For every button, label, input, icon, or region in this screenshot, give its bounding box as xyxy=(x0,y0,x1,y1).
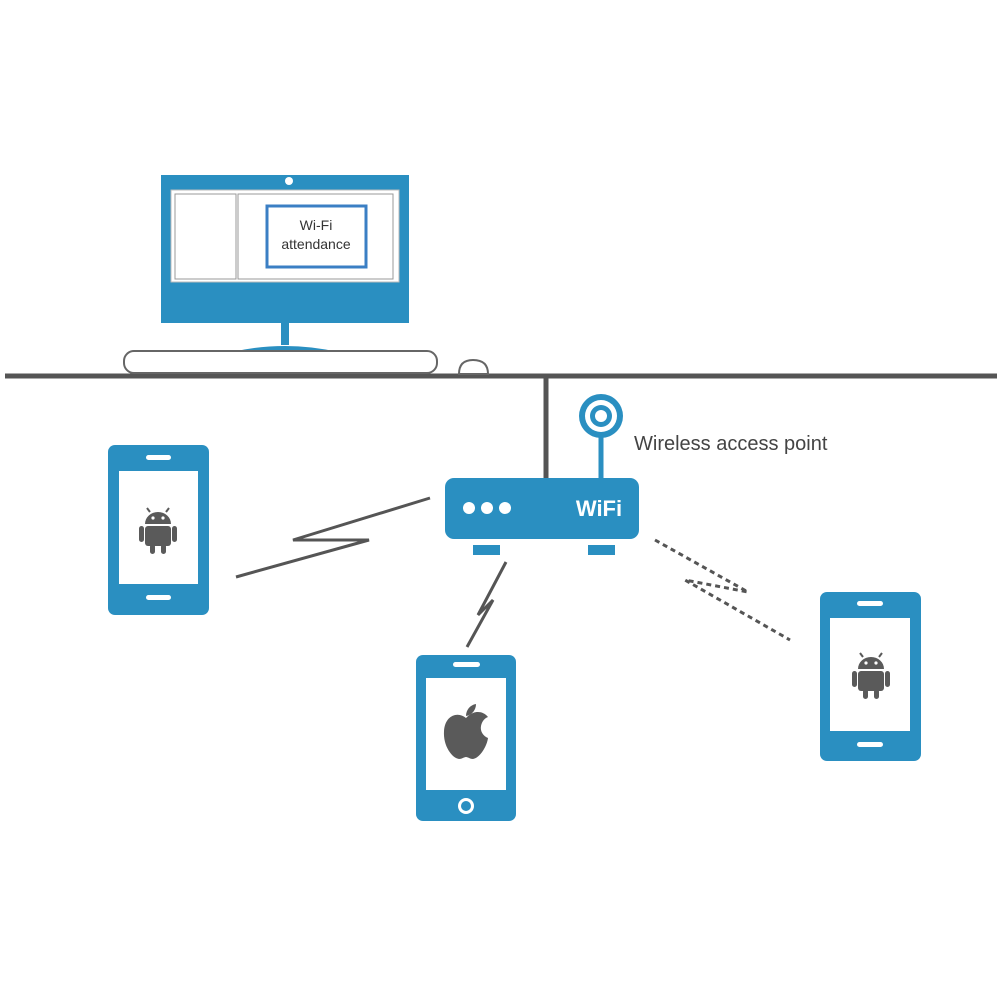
status-light-icon xyxy=(499,502,511,514)
keyboard xyxy=(123,350,438,374)
apple-icon xyxy=(443,704,488,759)
router-foot-right xyxy=(588,545,615,555)
router-wifi-label: WiFi xyxy=(576,496,622,521)
iphone-bottom xyxy=(416,655,516,821)
android-phone-left xyxy=(108,445,209,615)
mouse xyxy=(457,358,490,375)
wireless-link-right xyxy=(654,538,791,642)
access-point-label: Wireless access point xyxy=(634,433,828,455)
computer-monitor: Wi-Fi attendance xyxy=(161,175,409,352)
screen-sidebar-panel xyxy=(174,193,237,280)
android-phone-right xyxy=(820,592,921,761)
webcam-icon xyxy=(285,177,293,185)
wireless-link-left xyxy=(235,496,431,579)
screen-label-line2: attendance xyxy=(281,236,350,252)
router-foot-left xyxy=(473,545,500,555)
wireless-link-bottom xyxy=(465,561,508,648)
status-light-icon xyxy=(463,502,475,514)
antenna-signal-icon xyxy=(579,394,623,438)
screen-label-line1: Wi-Fi xyxy=(300,217,333,233)
access-point-router: WiFi xyxy=(445,394,639,555)
wifi-attendance-window xyxy=(265,204,368,269)
status-light-icon xyxy=(481,502,493,514)
